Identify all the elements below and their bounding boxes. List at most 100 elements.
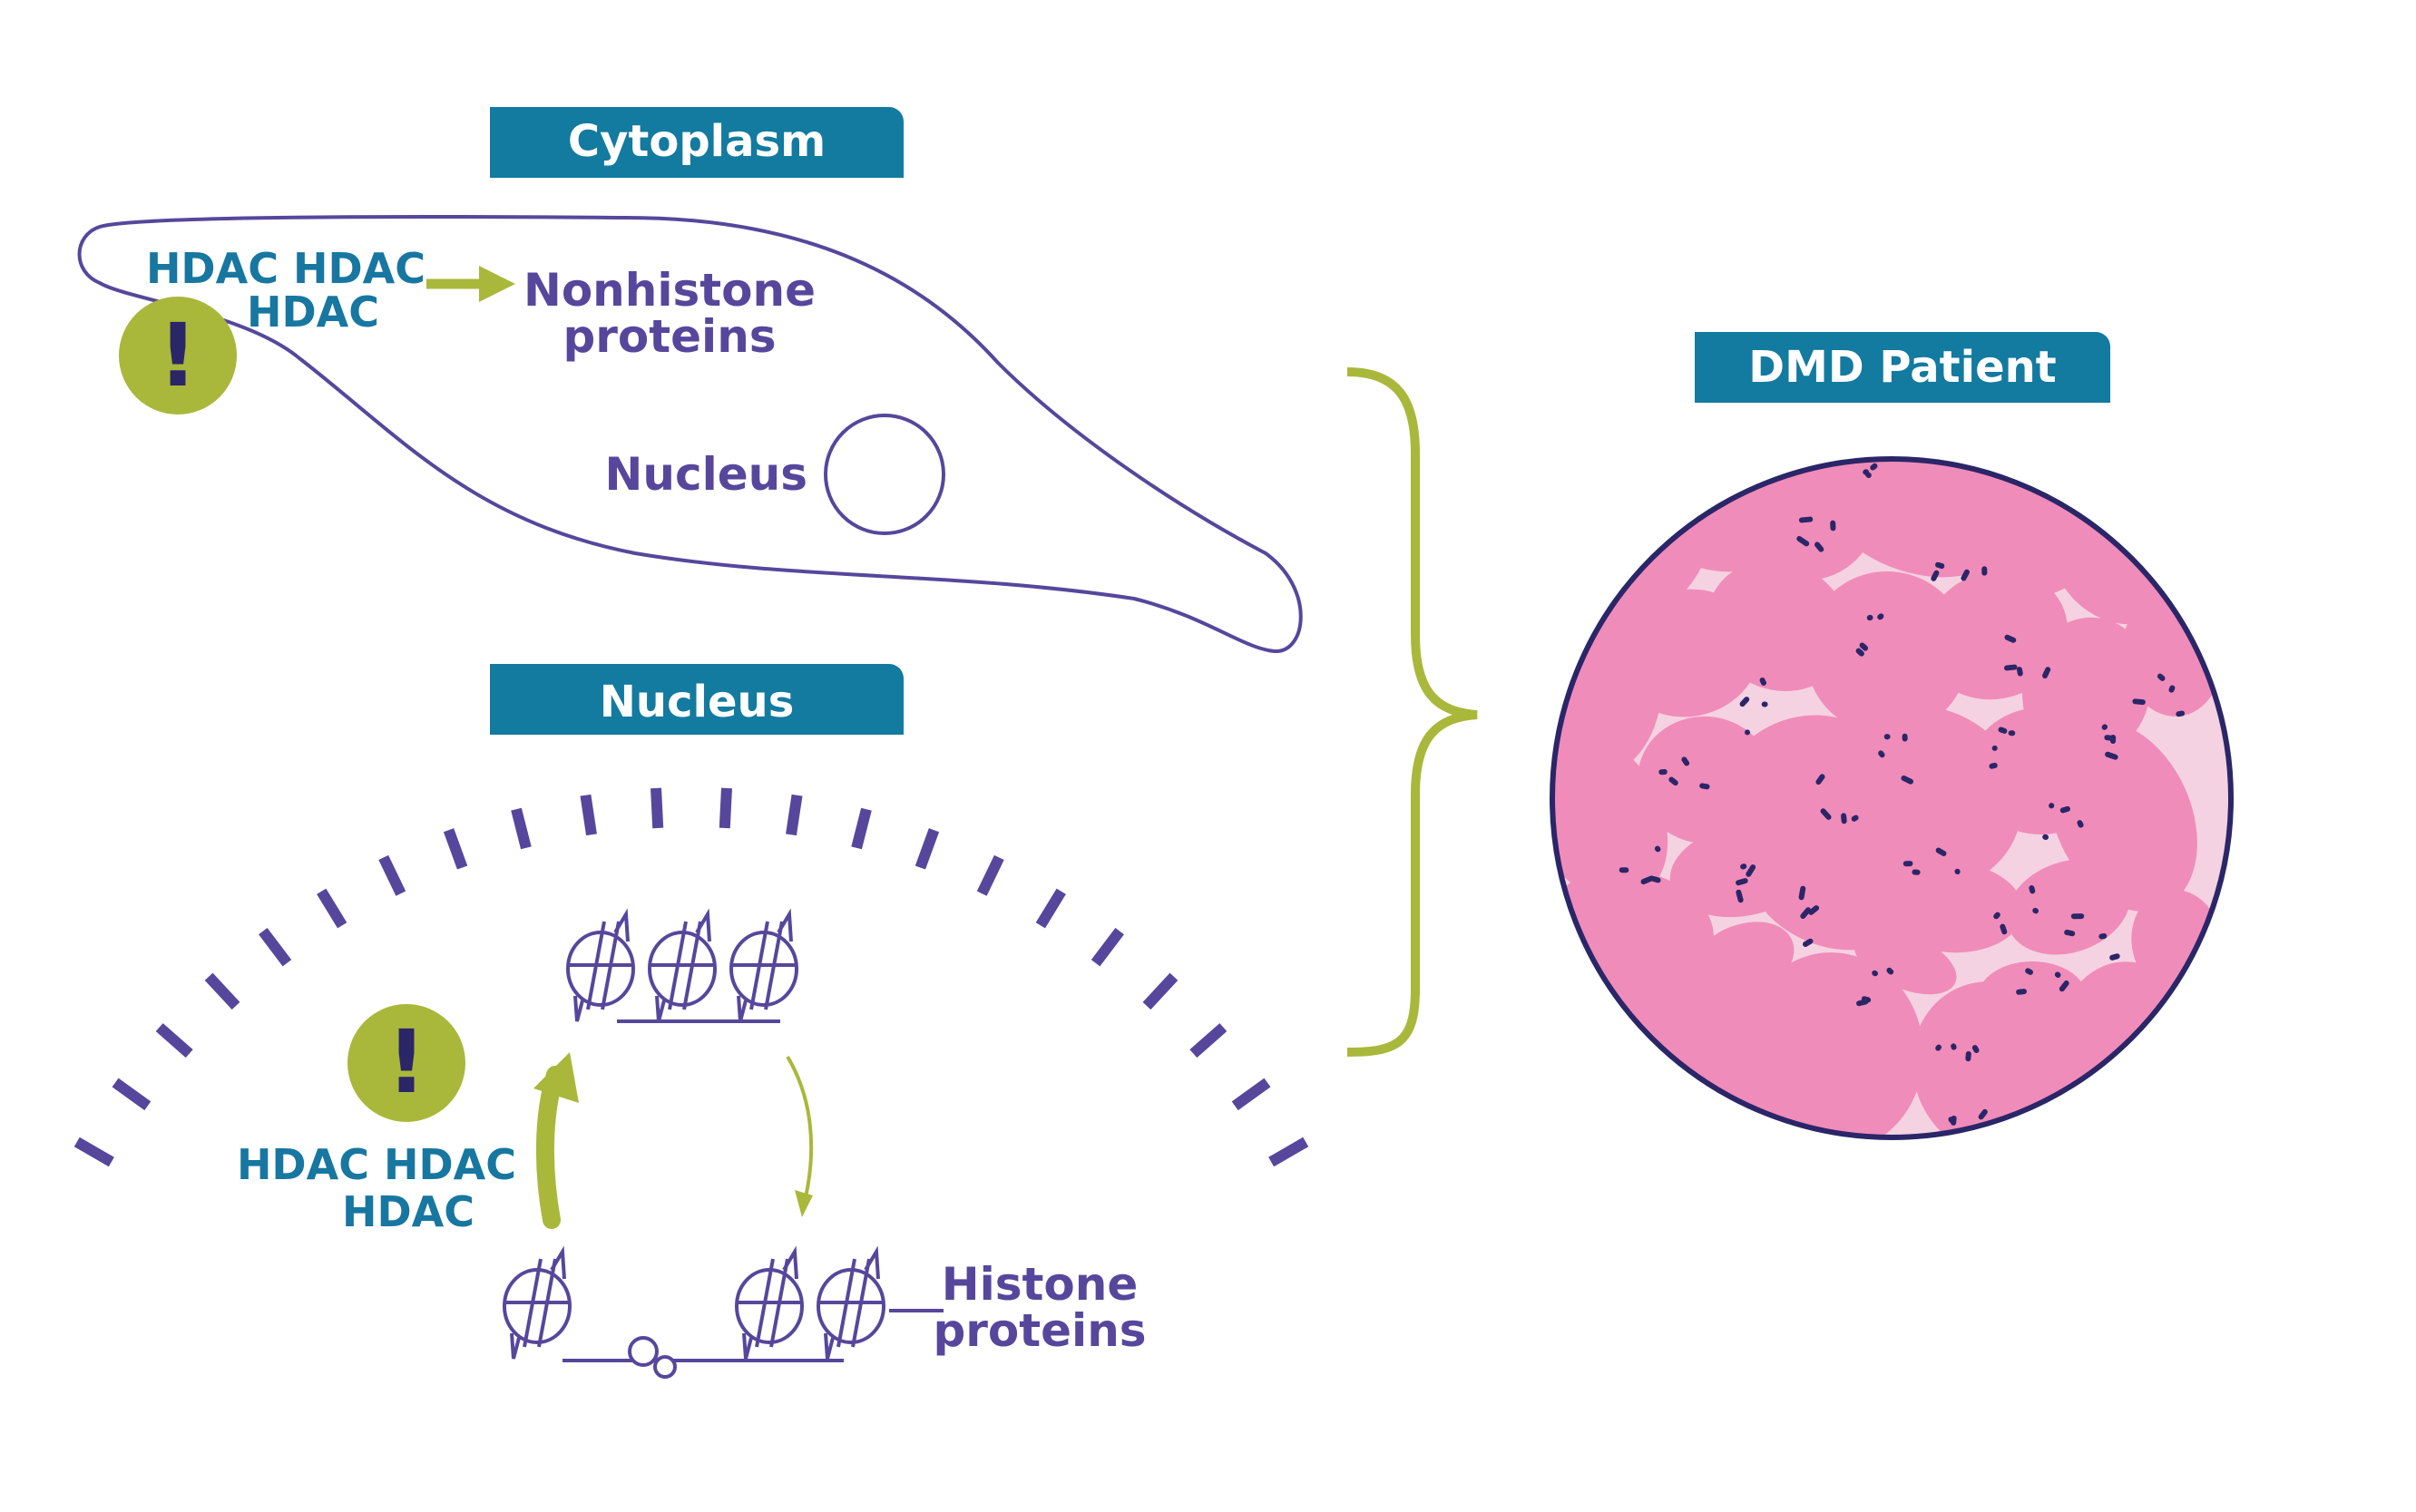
myonucleus [1991, 745, 1998, 751]
myonucleus [2157, 673, 2166, 681]
cell-nucleus-label: Nucleus [605, 448, 808, 501]
myonucleus [1951, 1115, 1957, 1126]
myonucleus [1802, 938, 1814, 948]
muscle-fiber [1552, 731, 1668, 902]
myonucleus [2176, 710, 2186, 717]
membrane-dash [915, 828, 940, 870]
muscle-fiber [1689, 922, 1795, 1001]
myonucleus [1736, 889, 1744, 903]
myonucleus [1901, 775, 1914, 785]
myonucleus [2109, 953, 2120, 961]
nucleosome [735, 1245, 804, 1360]
membrane-dash [443, 828, 468, 870]
muscle-tissue-micrograph [1550, 456, 2234, 1162]
myonucleus [1859, 642, 1869, 651]
svg-text:!: ! [158, 305, 198, 406]
myonucleus [1798, 885, 1806, 901]
myonucleus [1878, 750, 1885, 758]
svg-text:!: ! [386, 1011, 426, 1113]
myonucleus [2016, 989, 2027, 995]
myonucleus [2042, 834, 2049, 840]
myonucleus [1866, 614, 1873, 621]
myonucleus [1759, 677, 1766, 686]
membrane-dash [378, 854, 406, 896]
myonucleus [1998, 727, 2008, 734]
membrane-dash [1231, 1078, 1271, 1111]
cytoplasm-hdac-line1: HDAC HDAC [146, 244, 425, 293]
nucleus-hdac-line2: HDAC [342, 1187, 474, 1236]
membrane-dash [1189, 1023, 1228, 1058]
myonucleus [1935, 1044, 1942, 1051]
down-arrow-icon [786, 1055, 814, 1217]
myonucleus [1736, 878, 1748, 886]
myonucleus [1935, 847, 1947, 856]
cytoplasm-header: Cytoplasm [490, 107, 904, 178]
myonucleus [2004, 634, 2017, 643]
myonucleus [2049, 803, 2055, 809]
histone-label-line2: proteins [933, 1304, 1146, 1357]
membrane-dash [1268, 1136, 1309, 1167]
membrane-dash [1091, 928, 1124, 967]
myonucleus [1971, 1045, 1980, 1054]
membrane-dash [259, 928, 292, 967]
nuclear-membrane-arc [73, 787, 1309, 1167]
right-arrow-icon [426, 266, 515, 302]
histone-label-line1: Histone [942, 1258, 1139, 1311]
myonucleus [1961, 569, 1970, 581]
membrane-dash [204, 972, 240, 1010]
myonucleus [1902, 733, 1908, 742]
nonhistone-line1: Nonhistone [523, 264, 816, 317]
nucleus-header: Nucleus [490, 664, 904, 735]
dmd-patient-header-label: DMD Patient [1748, 342, 2057, 393]
cell-outline [77, 215, 1303, 654]
membrane-dash [786, 794, 803, 836]
muscle-nuclei [1619, 463, 2186, 1162]
myonucleus [1619, 867, 1629, 873]
nucleus-hdac-line1: HDAC HDAC [237, 1140, 516, 1189]
muscle-fiber [1741, 952, 1924, 1137]
myonucleus [2032, 907, 2039, 914]
curly-brace-icon [1346, 367, 1478, 1057]
myonucleus [1993, 912, 2000, 920]
membrane-dash [155, 1023, 193, 1058]
myonucleus [1931, 570, 1940, 581]
myonucleus [1870, 463, 1878, 471]
myonucleus [2132, 698, 2146, 706]
myonucleus [2104, 735, 2114, 741]
muscle-fiber [1878, 861, 2023, 953]
dmd-patient-panel: DMD Patient [1550, 332, 2234, 1162]
myonucleus [2059, 805, 2070, 814]
nucleosome [729, 908, 798, 1022]
myonucleus [1975, 1154, 1982, 1162]
myonucleus [1746, 864, 1756, 877]
myonucleus [1668, 776, 1678, 786]
myonucleus [1681, 756, 1690, 766]
myonucleus [1912, 869, 1921, 875]
nonhistone-line2: proteins [562, 310, 776, 363]
dmd-patient-header: DMD Patient [1695, 332, 2110, 403]
membrane-dash [580, 794, 597, 836]
myonucleus [1855, 648, 1864, 657]
myonucleus [1872, 970, 1879, 977]
membrane-dash [1142, 972, 1179, 1010]
myonucleus [2064, 929, 2076, 937]
myonucleus [1699, 783, 1710, 790]
membrane-dash [976, 854, 1004, 896]
myonucleus [1863, 469, 1869, 475]
myonucleus [1739, 697, 1750, 707]
myonucleus [1902, 861, 1913, 867]
myonucleus [1841, 813, 1847, 824]
muscle-fiber [2006, 859, 2131, 955]
dna-strand-bottom [562, 1336, 753, 1379]
myonucleus [2025, 968, 2033, 975]
myonucleus [2098, 932, 2108, 940]
myonucleus [1798, 516, 1814, 523]
cytoplasm-panel: Cytoplasm Nucleus ! HDAC HDAC HDAC Nonhi… [77, 107, 1303, 654]
cytoplasm-hdac-line2: HDAC [247, 288, 379, 337]
nucleus-header-label: Nucleus [600, 677, 795, 727]
cytoplasm-header-label: Cytoplasm [568, 116, 826, 167]
myonucleus [1658, 768, 1668, 776]
myonucleus [2008, 730, 2016, 736]
myonucleus [1814, 541, 1824, 552]
membrane-dash [317, 888, 347, 929]
